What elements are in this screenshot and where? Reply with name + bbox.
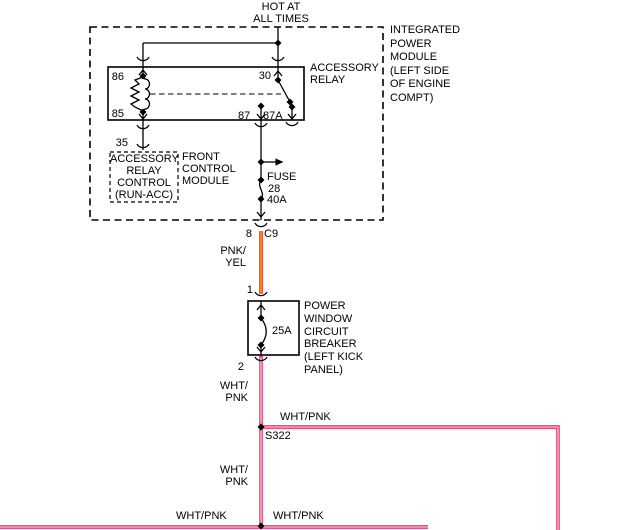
connector-symbols <box>136 56 299 362</box>
pin-87-label: 87 <box>238 110 251 122</box>
pin-30-label: 30 <box>258 70 271 82</box>
bottom-wire-left-label: WHT/PNK <box>176 510 227 522</box>
branch-wire-label: WHT/PNK <box>280 411 331 423</box>
pin-87a-label: 87A <box>263 110 283 122</box>
pin-85-label: 85 <box>111 108 124 120</box>
hot-at-all-times-label: HOT AT ALL TIMES <box>253 1 309 25</box>
power-window-circuit-breaker-label: POWER WINDOW CIRCUIT BREAKER (LEFT KICK … <box>304 300 364 376</box>
wire-wht-pnk-lower-label: WHT/ PNK <box>219 464 248 488</box>
circuit-breaker-box <box>247 300 300 356</box>
wire-wht-pnk-branch <box>261 425 560 530</box>
accessory-relay-box <box>107 66 305 121</box>
fuse-name-label: FUSE <box>267 171 297 183</box>
pin-86-label: 86 <box>111 71 124 83</box>
fuse-rating-label: 40A <box>267 194 287 206</box>
c9-pin-label: 8 <box>245 228 252 240</box>
c9-connector-label: C9 <box>264 228 279 240</box>
splice-s322-label: S322 <box>265 430 291 442</box>
accessory-relay-control-label: ACCESSORY RELAY CONTROL (RUN-ACC) <box>110 153 179 201</box>
accessory-relay-control-box <box>109 151 179 203</box>
relay-coil <box>129 76 151 112</box>
breaker-pin-2-label: 2 <box>237 361 244 373</box>
branch-arrow <box>275 158 284 166</box>
breaker-pin-1-label: 1 <box>246 284 253 296</box>
relay-switch-blade <box>277 79 291 103</box>
wire-wht-pnk-upper-label: WHT/ PNK <box>219 380 248 404</box>
accessory-relay-label: ACCESSORY RELAY <box>310 62 379 86</box>
integrated-power-module-box <box>89 26 384 221</box>
wire-pnk-yel-label: PNK/ YEL <box>220 245 246 269</box>
breaker-rating-label: 25A <box>272 325 292 337</box>
fuse-number-label: 28 <box>268 183 281 195</box>
front-control-module-label: FRONT CONTROL MODULE <box>182 151 236 187</box>
integrated-power-module-label: INTEGRATED POWER MODULE (LEFT SIDE OF EN… <box>390 24 461 104</box>
pin-35-label: 35 <box>115 137 128 149</box>
bottom-wire-right-label: WHT/PNK <box>273 510 324 522</box>
